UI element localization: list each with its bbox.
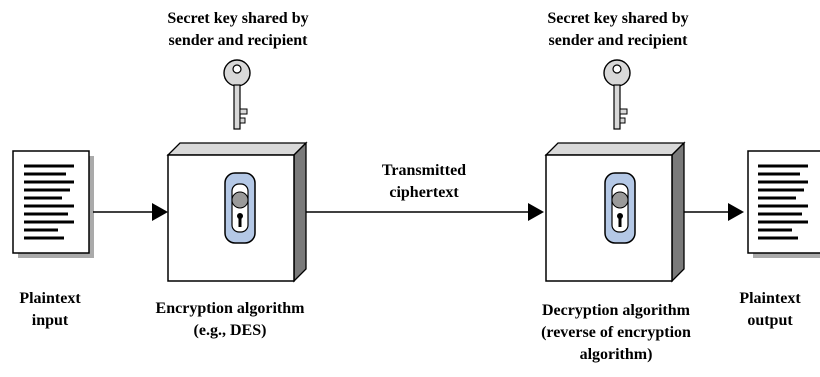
key-icon-right	[603, 59, 631, 130]
decryption-label-line2: (reverse of encryption	[541, 324, 691, 341]
plaintext-output-label: Plaintext output	[722, 288, 818, 332]
key-label-left-line2: sender and recipient	[168, 32, 308, 49]
decryption-label-line3: algorithm)	[579, 346, 653, 363]
plaintext-input-line1: Plaintext	[19, 290, 81, 307]
transmitted-ciphertext-label: Transmitted ciphertext	[354, 160, 494, 204]
decryption-label-line1: Decryption algorithm	[542, 302, 690, 319]
transmitted-label-line2: ciphertext	[389, 184, 459, 201]
transmitted-label-line1: Transmitted	[381, 162, 467, 179]
key-icon-left	[223, 59, 251, 130]
encryption-lock-icon	[224, 172, 256, 244]
decryption-lock-icon	[604, 172, 636, 244]
encryption-label-line1: Encryption algorithm	[155, 300, 305, 317]
key-label-right-line1: Secret key shared by	[547, 10, 689, 27]
arrow-decryption-to-output	[684, 203, 744, 221]
encryption-algorithm-label: Encryption algorithm (e.g., DES)	[132, 298, 328, 342]
plaintext-input-document	[12, 150, 94, 258]
plaintext-output-line2: output	[747, 312, 793, 329]
arrow-ciphertext	[306, 203, 544, 221]
plaintext-input-line2: input	[31, 312, 69, 329]
arrow-input-to-encryption	[93, 203, 168, 221]
key-label-left: Secret key shared by sender and recipien…	[148, 8, 328, 52]
plaintext-output-document	[747, 150, 820, 258]
key-label-right: Secret key shared by sender and recipien…	[528, 8, 708, 52]
decryption-algorithm-label: Decryption algorithm (reverse of encrypt…	[516, 300, 716, 366]
key-label-right-line2: sender and recipient	[548, 32, 688, 49]
encryption-label-line2: (e.g., DES)	[193, 322, 267, 339]
key-label-left-line1: Secret key shared by	[167, 10, 309, 27]
plaintext-output-line1: Plaintext	[739, 290, 801, 307]
plaintext-input-label: Plaintext input	[2, 288, 98, 332]
